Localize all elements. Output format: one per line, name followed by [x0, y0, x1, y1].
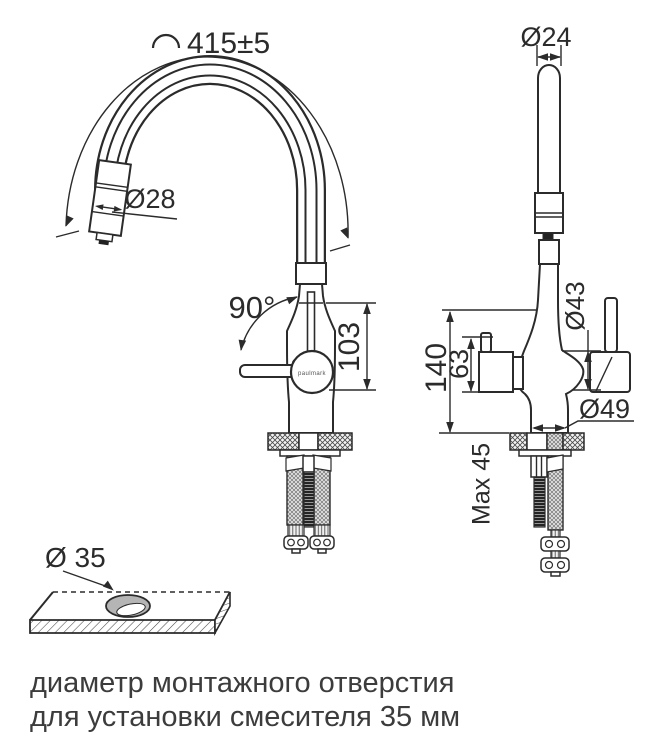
- front-mounting-flange: [509, 432, 585, 457]
- mixer-handle-body: [589, 351, 631, 393]
- side-view: paulmark: [55, 27, 376, 554]
- caption: диаметр монтажного отверстия для установ…: [30, 667, 460, 733]
- hole-diameter-label: Ø 35: [45, 542, 106, 573]
- dim-handle-height: 63: [444, 336, 514, 393]
- filter-valve-lever: [480, 332, 492, 353]
- countertop-side-face: [214, 591, 231, 637]
- brand-logo-text: paulmark: [298, 371, 326, 377]
- hose-collar: [285, 454, 305, 472]
- dim-top-diameter: Ø24: [520, 22, 572, 66]
- mixer-handle: [589, 297, 631, 393]
- mixer-lever: [604, 297, 618, 353]
- dim-arc-length: 415±5: [55, 27, 352, 252]
- dim-spout-height: 103: [326, 302, 376, 391]
- spray-head: [88, 158, 132, 246]
- dim-base-diameter: Ø49: [532, 394, 634, 432]
- top-diameter-label: Ø24: [520, 22, 571, 52]
- front-supply: [530, 454, 570, 577]
- side-lever-handle: [239, 364, 299, 378]
- arc-length-symbol-icon: [151, 33, 181, 49]
- front-view: Ø24 Ø43 140 63: [420, 22, 634, 577]
- side-mounting-flange: [267, 432, 353, 457]
- spout-diameter-arrows: [94, 203, 123, 213]
- filter-valve-body: [478, 351, 514, 393]
- dim-body-height: 140: [420, 309, 536, 434]
- body-height-label: 140: [420, 343, 453, 393]
- spout-height-label: 103: [333, 322, 366, 372]
- hose-collar: [546, 454, 564, 473]
- dim-spout-diameter: Ø28: [111, 184, 178, 220]
- caption-line-1: диаметр монтажного отверстия: [30, 667, 454, 699]
- spout-tube: [94, 55, 326, 266]
- stud-hex: [530, 455, 548, 478]
- mounting-hole-bottom: [116, 602, 146, 617]
- mounting-hole-view: Ø 35: [29, 542, 231, 637]
- threaded-stud: [303, 471, 315, 528]
- dim-hole-diameter: Ø 35: [45, 542, 117, 594]
- dim-body-diameter: Ø43: [560, 281, 601, 391]
- max-thickness-label: Max 45: [468, 443, 496, 525]
- arc-length-label: 415±5: [187, 27, 270, 60]
- threaded-stud: [533, 476, 546, 528]
- stud-hex: [302, 455, 315, 473]
- front-spray-head: [534, 192, 564, 265]
- front-spout-tube: [537, 64, 561, 194]
- side-supply-hoses: [283, 454, 335, 554]
- dim-swivel-angle: 90°: [229, 290, 300, 352]
- caption-line-2: для установки смесителя 35 мм: [30, 701, 460, 733]
- hose-collar: [312, 454, 332, 472]
- spray-nozzle: [98, 239, 109, 246]
- countertop-front-face: [29, 619, 216, 634]
- handle-height-label: 63: [444, 349, 474, 379]
- swivel-angle-label: 90°: [229, 290, 276, 325]
- filter-valve: [478, 332, 524, 393]
- spout-diameter-label: Ø28: [124, 184, 175, 214]
- spout-joint-collar: [295, 262, 327, 285]
- body-diameter-label: Ø43: [560, 281, 590, 330]
- brand-logo-disc: [289, 349, 335, 395]
- base-diameter-label: Ø49: [579, 394, 630, 424]
